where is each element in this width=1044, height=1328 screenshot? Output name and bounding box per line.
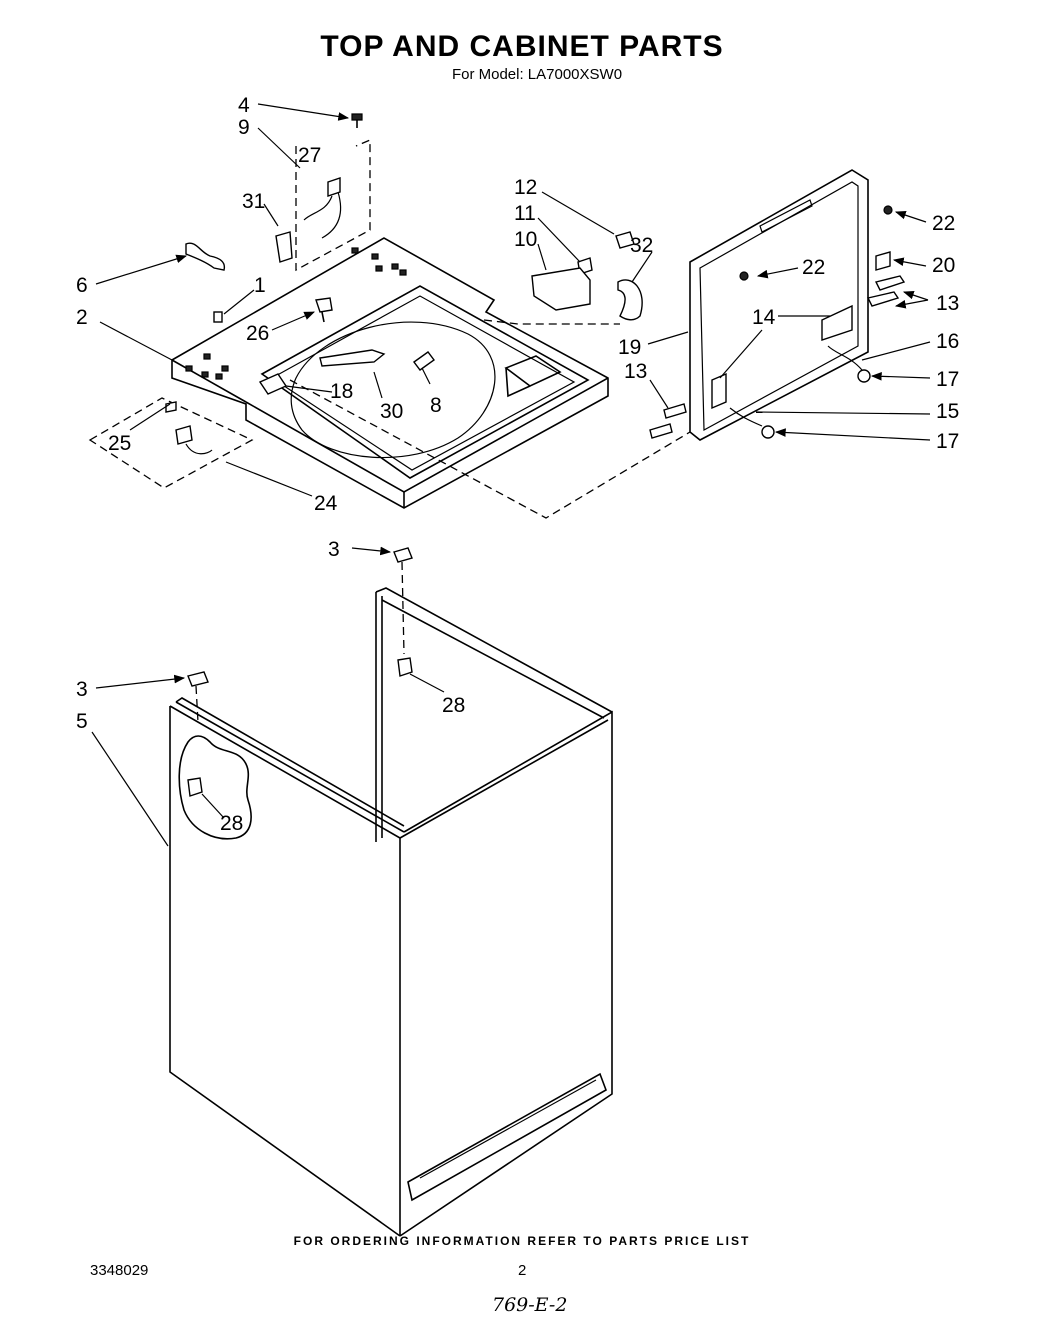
small-parts: [88, 113, 906, 797]
callout-14: 14: [752, 306, 776, 329]
page-number: 2: [518, 1262, 527, 1279]
callout-17b: 17: [936, 430, 959, 453]
callout-12: 12: [514, 176, 537, 199]
callout-28: 28: [442, 694, 465, 717]
callout-3: 3: [328, 538, 340, 561]
model-subtitle: For Model: LA7000XSW0: [451, 66, 623, 83]
callout-16: 16: [936, 330, 959, 353]
callout-20: 20: [932, 254, 955, 277]
callout-24: 24: [314, 492, 338, 515]
callout-numbers: 4 9 27 31 6 1 2 26 25 24 18 30 8 12 11 1…: [76, 94, 959, 835]
cabinet-part-5: [169, 587, 613, 1237]
callout-26: 26: [246, 322, 269, 345]
callout-22b: 22: [932, 212, 955, 235]
callout-13: 13: [936, 292, 959, 315]
callout-32: 32: [630, 234, 653, 257]
callout-13b: 13: [624, 360, 647, 383]
callout-27: 27: [298, 144, 321, 167]
ordering-note: FOR ORDERING INFORMATION REFER TO PARTS …: [293, 1234, 751, 1248]
callout-5: 5: [76, 710, 88, 733]
callout-11: 11: [514, 202, 536, 225]
callout-31: 31: [242, 190, 265, 213]
callout-9: 9: [238, 116, 250, 139]
callout-4: 4: [238, 94, 250, 117]
callout-22: 22: [802, 256, 825, 279]
callout-1: 1: [254, 274, 266, 297]
callout-18: 18: [330, 380, 353, 403]
callout-19: 19: [618, 336, 641, 359]
callout-17: 17: [936, 368, 959, 391]
callout-10: 10: [514, 228, 537, 251]
callout-28b: 28: [220, 812, 243, 835]
callout-30: 30: [380, 400, 403, 423]
callout-6: 6: [76, 274, 88, 297]
callout-15: 15: [936, 400, 959, 423]
handwritten-note: 769-E-2: [492, 1294, 568, 1316]
leader-lines: [91, 103, 931, 847]
callout-25: 25: [108, 432, 131, 455]
page-title: TOP AND CABINET PARTS: [320, 30, 724, 63]
top-part-2: [171, 237, 609, 509]
callout-3b: 3: [76, 678, 88, 701]
callout-2: 2: [76, 306, 88, 329]
document-number: 3348029: [90, 1262, 149, 1279]
callout-8: 8: [430, 394, 442, 417]
